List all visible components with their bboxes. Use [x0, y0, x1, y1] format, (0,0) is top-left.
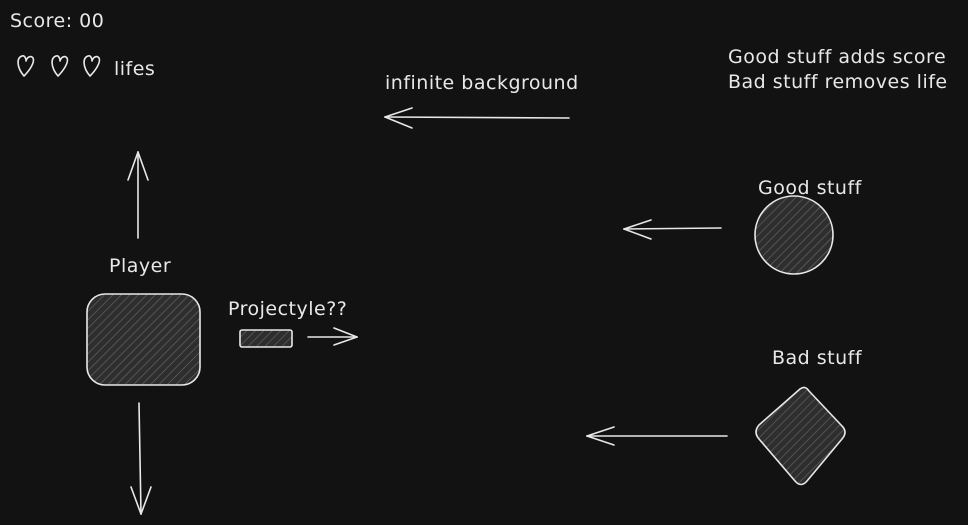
- legend-bad: Bad stuff removes life: [728, 71, 948, 93]
- score-display: Score: 00: [10, 12, 104, 31]
- score-value: 00: [79, 10, 105, 32]
- projectile-label: Projectyle??: [228, 298, 348, 320]
- good-stuff-shape: [754, 195, 834, 275]
- good-stuff-arrow: [623, 219, 722, 240]
- background-arrow-label: infinite background: [385, 72, 579, 94]
- heart-icon: [83, 55, 101, 77]
- bad-stuff-arrow: [586, 426, 728, 446]
- player-label: Player: [109, 255, 172, 277]
- bad-stuff-label: Bad stuff: [772, 347, 863, 369]
- background-arrow: [384, 107, 570, 129]
- lifes-label: lifes: [114, 58, 156, 80]
- heart-icon: [17, 55, 35, 77]
- projectile-shape: [239, 329, 293, 348]
- legend-good: Good stuff adds score: [728, 46, 947, 68]
- player-up-arrow: [127, 151, 149, 239]
- player-shape: [86, 293, 201, 386]
- score-label: Score:: [10, 10, 73, 32]
- bad-stuff-shape: [755, 386, 846, 486]
- heart-icon: [51, 55, 69, 77]
- player-down-arrow: [130, 402, 152, 515]
- good-stuff-label: Good stuff: [758, 177, 862, 199]
- projectile-arrow: [307, 327, 358, 346]
